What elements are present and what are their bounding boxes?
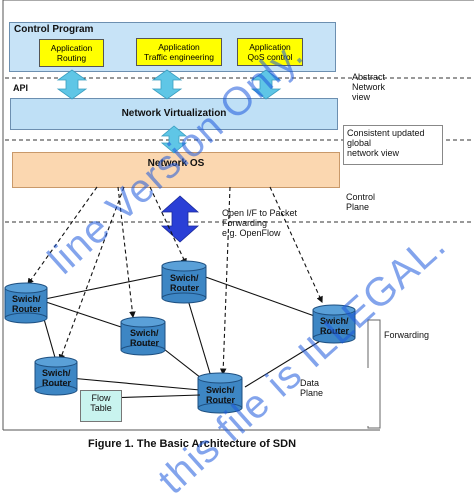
switch-1 [4, 282, 48, 324]
control-plane-line2: Plane [346, 202, 370, 212]
abstract-line3: view [352, 92, 371, 102]
switch-4-label: Swich/ Router [320, 316, 349, 336]
switch-3 [120, 316, 166, 356]
switch-1-label: Swich/ Router [12, 294, 41, 314]
open-if-arrow [160, 195, 200, 243]
consistent-view-note: Consistent updated global network view [343, 125, 443, 165]
app-routing-box: Application Routing [39, 39, 104, 67]
consistent-line1: Consistent updated [347, 128, 425, 138]
switch-6-line1: Swich/ [206, 385, 235, 395]
openif-line3: e.g. OpenFlow [222, 228, 281, 238]
switch-3-line2: Router [130, 338, 159, 348]
control-plane-line1: Control [346, 192, 376, 202]
switch-5-line1: Swich/ [42, 368, 71, 378]
switch-1-line1: Swich/ [12, 294, 41, 304]
switch-4-line1: Swich/ [320, 316, 349, 326]
control-plane-note: Control Plane [346, 192, 375, 212]
switch-2 [161, 260, 207, 304]
flow-table-line2: Table [90, 403, 112, 413]
consistent-line3: network view [347, 148, 400, 158]
app-routing-line2: Routing [56, 53, 87, 63]
switch-6-label: Swich/ Router [206, 385, 235, 405]
abstract-line2: Network [352, 82, 386, 92]
network-os-label: Network OS [147, 158, 205, 169]
switch-5-line2: Router [42, 378, 71, 388]
consistent-line2: global [347, 138, 372, 148]
app-qos-box: Application QoS control [237, 38, 303, 66]
data-plane-line1: Data [300, 378, 320, 388]
flow-table-box: Flow Table [80, 390, 122, 422]
switch-4-line2: Router [320, 326, 349, 336]
network-virtualization-label: Network Virtualization [121, 108, 227, 119]
app-traffic-box: Application Traffic engineering [136, 38, 222, 66]
flow-table-line1: Flow [91, 393, 111, 403]
nv-os-arrow [160, 125, 188, 154]
switch-2-line1: Swich/ [170, 273, 199, 283]
api-arrow-left [56, 69, 88, 100]
network-virtualization-box: Network Virtualization [10, 98, 338, 130]
app-qos-line2: QoS control [247, 52, 293, 62]
switch-2-line2: Router [170, 283, 199, 293]
abstract-line1: Abstract [352, 72, 386, 82]
abstract-network-view-note: Abstract Network view [352, 72, 385, 102]
api-label: API [13, 83, 29, 93]
api-arrow-mid [151, 69, 183, 100]
figure-caption: Figure 1. The Basic Architecture of SDN [88, 438, 297, 450]
api-arrow-right [250, 69, 282, 100]
app-traffic-line1: Application [158, 42, 200, 52]
forwarding-note: Forwarding [384, 330, 430, 340]
data-plane-line2: Plane [300, 388, 324, 398]
switch-3-line1: Swich/ [130, 328, 159, 338]
app-qos-line1: Application [249, 42, 291, 52]
app-routing-line1: Application [50, 43, 93, 53]
openif-line2: Forwarding [222, 218, 268, 228]
switch-5 [34, 356, 78, 396]
switch-1-line2: Router [12, 304, 41, 314]
control-program-title: Control Program [14, 24, 94, 35]
data-plane-note: Data Plane [300, 378, 323, 398]
switch-6-line2: Router [206, 395, 235, 405]
open-if-note: Open I/F to Packet Forwarding e.g. OpenF… [222, 208, 297, 238]
app-traffic-line2: Traffic engineering [144, 52, 214, 62]
switch-5-label: Swich/ Router [42, 368, 71, 388]
openif-line1: Open I/F to Packet [222, 208, 298, 218]
switch-6 [197, 372, 243, 414]
architecture-diagram [2, 0, 474, 431]
network-os-box: Network OS [12, 152, 340, 188]
switch-4 [312, 304, 356, 344]
switch-3-label: Swich/ Router [130, 328, 159, 348]
switch-2-label: Swich/ Router [170, 273, 199, 293]
